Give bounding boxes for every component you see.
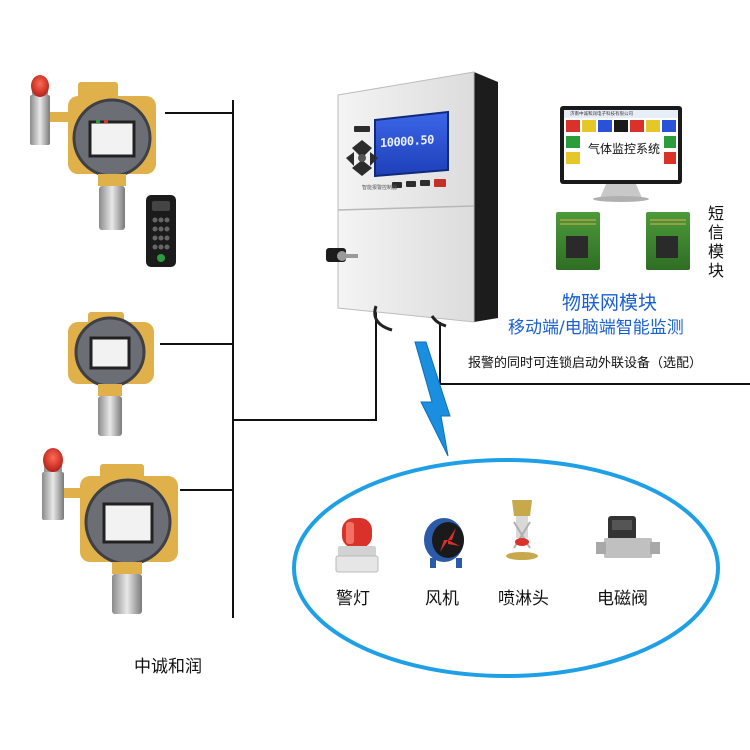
iot-module-title: 物联网模块 bbox=[562, 292, 658, 314]
remote-control bbox=[146, 195, 176, 267]
sms-module-right-icon bbox=[646, 212, 690, 270]
monitor-header-text: 济南中诚和润电子科技有限公司 bbox=[570, 112, 633, 117]
sms-label-char: 信 bbox=[707, 223, 724, 242]
key-lock-icon bbox=[326, 248, 358, 262]
linkage-note: 报警的同时可连锁启动外联设备（选配） bbox=[468, 356, 703, 371]
sms-label-char: 模 bbox=[707, 242, 724, 261]
sprinkler-icon bbox=[506, 500, 538, 560]
device-label-alarm-light: 警灯 bbox=[336, 589, 370, 609]
sms-module-left-icon bbox=[556, 212, 600, 270]
monitor-screen-title: 气体监控系统 bbox=[588, 142, 661, 156]
controller-panel-caption: 智能报警控制器 bbox=[362, 185, 398, 191]
fan-icon bbox=[424, 518, 464, 568]
solenoid-valve-icon bbox=[596, 516, 660, 558]
sms-label-char: 短 bbox=[707, 204, 724, 223]
gas-detector-1 bbox=[30, 75, 156, 230]
device-label-solenoid-valve: 电磁阀 bbox=[597, 589, 648, 609]
sms-label-char: 块 bbox=[707, 261, 724, 280]
wireless-lightning-icon bbox=[414, 341, 451, 457]
controller-keypad-icon bbox=[346, 126, 378, 176]
linkage-ellipse bbox=[292, 458, 720, 678]
alarm-controller bbox=[326, 71, 498, 332]
device-label-sprinkler: 喷淋头 bbox=[498, 589, 549, 609]
brand-name: 中诚和润 bbox=[134, 657, 202, 677]
device-label-fan: 风机 bbox=[425, 589, 459, 609]
sms-module-label: 短 信 模 块 bbox=[706, 204, 726, 280]
gas-detector-2 bbox=[68, 312, 154, 436]
iot-module-subtitle: 移动端/电脑端智能监测 bbox=[508, 318, 684, 338]
alarm-light-icon bbox=[335, 518, 379, 573]
gas-detector-3 bbox=[42, 448, 178, 614]
computer-monitor-icon bbox=[560, 106, 682, 202]
